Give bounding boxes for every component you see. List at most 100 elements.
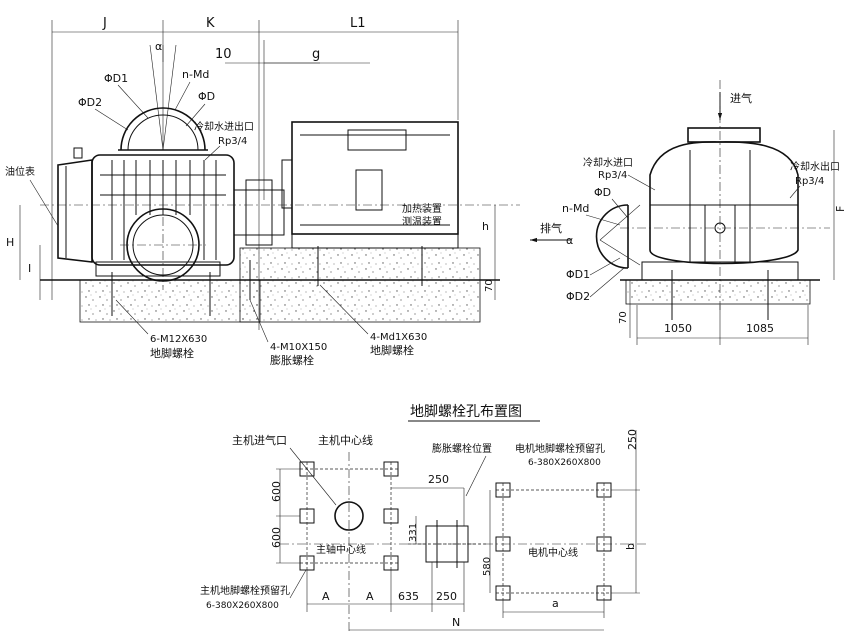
side-phi-d1-leader [589,257,621,276]
front-view: J K L1 10 g α ΦD1 n-Md ΦD2 ΦD 冷却水进出口 Rp3… [5,16,520,367]
main-centerline-label: 主机中心线 [318,433,373,447]
side-rp-right: Rp3/4 [795,176,824,187]
dim-a: a [552,597,559,610]
side-anchor-bolts [671,270,769,320]
blower-base [95,261,221,277]
alpha-line-1 [149,44,164,151]
main-axis-centerline-label: 主轴中心线 [316,543,366,556]
phi-d-leader [185,103,206,127]
motor-fins [300,129,450,226]
dim-70-label: 70 [484,279,495,292]
phi-d2-label: ΦD2 [78,96,102,109]
side-phi-d1-label: ΦD1 [566,268,590,281]
bolt-leader-2 [249,299,269,343]
dim-a1: A [322,590,330,603]
phi-d2-leader [94,108,129,131]
dim-10-label: 10 [215,47,232,62]
side-alpha-line-2 [599,239,641,266]
side-n-md-label: n-Md [562,202,589,215]
main-inlet-circle [334,501,364,531]
phi-d1-label: ΦD1 [104,72,128,85]
main-bolt-hole-leader [289,569,307,599]
dim-g-label: g [312,47,320,62]
side-phi-d-leader [611,198,629,219]
main-inlet-label: 主机进气口 [232,433,287,447]
heater-label: 加热装置 [402,202,442,215]
phi-d-label: ΦD [198,90,215,103]
bolt-name-2: 膨胀螺栓 [270,353,314,367]
inlet-flange-inner [127,114,199,151]
motor-bolt-hole-spec: 6-380X260X800 [528,458,601,468]
dim-h-label: H [6,236,14,249]
dim-600-bottom: 600 [270,527,283,548]
oil-gauge-label: 油位表 [5,165,35,178]
side-phi-d2-label: ΦD2 [566,290,590,303]
side-dim-f-label: F [834,206,847,212]
exhaust-label: 排气 [540,221,562,235]
casing-ribs [100,160,226,260]
cooling-water-label: 冷却水进出口 [194,120,254,133]
side-ribs [689,150,751,262]
bolt-name-3: 地脚螺栓 [370,343,414,357]
motor-bolt-hole-label: 电机地脚螺栓预留孔 [515,442,605,455]
oil-gauge-leader [29,179,59,227]
inlet-flange-outer [120,107,206,151]
bolt-leader-1 [115,299,149,335]
motor-flange [281,159,293,209]
coupling-guard [233,189,285,236]
cooling-leader [204,145,221,161]
dim-j-label: J [102,16,107,31]
bolt-spec-2: 4-M10X150 [270,342,327,353]
side-phi-d-label: ΦD [594,186,611,199]
side-cooling-outlet-label: 冷却水出口 [790,160,840,173]
side-dim-1085-label: 1085 [746,322,774,335]
bolt-spec-1: 6-M12X630 [150,334,207,345]
side-alpha-label: α [566,234,573,247]
dim-635: 635 [398,590,419,603]
side-casing [649,141,799,265]
side-n-md-leader [585,214,621,226]
motor-base [291,233,459,249]
expansion-bolt-leader [465,455,487,497]
n-md-label: n-Md [182,68,209,81]
n-md-leader [174,81,191,111]
side-cooling-inlet-leader [627,174,656,191]
side-foundation [625,279,811,305]
main-bolt-hole-spec: 6-380X260X800 [206,601,279,611]
plan-title: 地脚螺栓孔布置图 [410,404,522,420]
coupling [245,179,273,246]
bolt-leader-3 [319,284,369,335]
plan-view: 地脚螺栓孔布置图 主机进气口 主机中心线 膨胀螺栓位置 电机地脚螺栓预留孔 6-… [200,404,648,632]
dim-250-bottom: 250 [436,590,457,603]
dim-250-right: 250 [626,429,639,450]
speed-label: 测温装置 [402,215,442,228]
side-inlet-flange [687,127,761,143]
motor-foundation [239,247,481,323]
bolt-name-1: 地脚螺栓 [150,346,194,360]
oil-plug [73,147,83,159]
blower-foundation [79,279,261,323]
intake-label: 进气 [730,91,752,105]
dim-i-label: I [28,262,31,275]
dim-b: b [624,543,637,550]
side-dim-1050-label: 1050 [664,322,692,335]
dim-k-label: K [206,16,215,31]
side-alpha-line-1 [599,204,641,241]
dim-l1-label: L1 [350,16,366,31]
end-cover [57,159,93,263]
motor-centerline-label: 电机中心线 [528,546,578,559]
dim-331: 331 [408,523,419,542]
side-phi-d2-leader [589,267,625,298]
alpha-label: α [155,40,162,53]
rp-label: Rp3/4 [218,136,247,147]
dim-580: 580 [482,557,493,576]
side-rp-left: Rp3/4 [598,170,627,181]
bolt-spec-3: 4-Md1X630 [370,332,427,343]
dim-600-top: 600 [270,481,283,502]
dim-small-h-label: h [482,220,489,233]
dim-a2: A [366,590,374,603]
side-cooling-outlet-leader [789,185,801,199]
anchor-bolts [111,246,423,316]
side-cooling-inlet-label: 冷却水进口 [583,156,633,169]
